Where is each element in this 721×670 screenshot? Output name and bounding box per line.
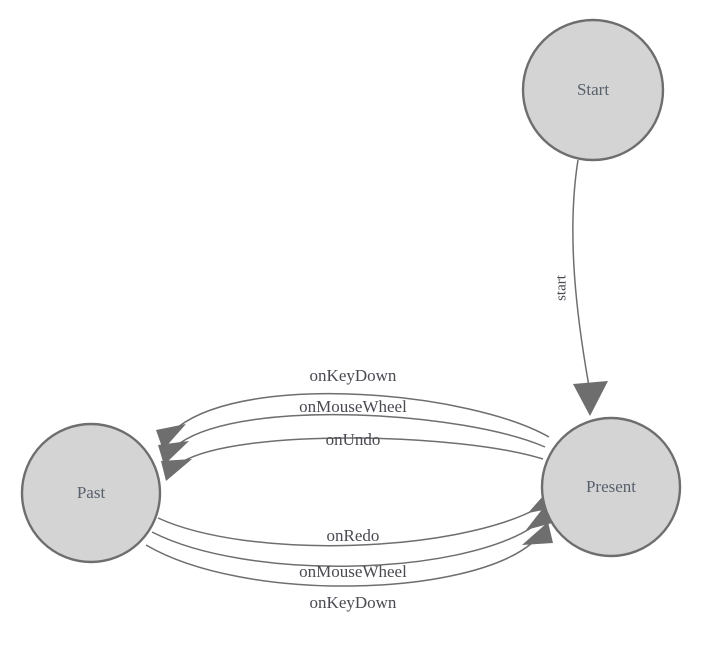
edge-start-to-present[interactable]: start [553,159,608,416]
edge-past-to-present-3-path [145,542,533,587]
arrowhead-past-2 [158,441,189,465]
node-past-label: Past [77,483,106,502]
edge-past-to-present-onredo[interactable]: onRedo [157,487,559,547]
node-past-circle [20,422,162,564]
edge-present-to-past-onundo[interactable]: onUndo [161,430,544,481]
edge-past-to-present-1-path [157,508,537,547]
edge-label-present-past-1: onKeyDown [310,366,397,385]
node-present[interactable]: Present [540,416,682,558]
edge-present-to-past-3-path [181,437,544,463]
edge-label-present-past-2: onMouseWheel [299,397,407,416]
edge-start-to-present-path [572,159,591,393]
edge-label-past-present-3: onKeyDown [310,593,397,612]
edge-present-to-past-2-path [179,413,546,448]
arrowhead-past-3 [161,459,192,481]
edge-past-to-present-2-path [151,525,535,567]
edge-present-to-past-1-path [177,392,550,438]
node-start[interactable]: Start [521,18,665,162]
node-start-label: Start [577,80,609,99]
edge-label-present-past-3: onUndo [326,430,381,449]
edge-past-to-present-onkeydown[interactable]: onKeyDown [145,522,553,612]
edge-label-start: start [553,274,569,301]
edge-present-to-past-onkeydown[interactable]: onKeyDown [156,366,550,450]
arrowhead-present-3 [522,522,553,545]
arrowhead-past-1 [156,424,186,450]
node-present-circle [540,416,682,558]
node-present-label: Present [586,477,636,496]
arrowhead-present-top [573,381,608,416]
node-start-circle [521,18,665,162]
edge-label-past-present-2: onMouseWheel [299,562,407,581]
edge-present-to-past-onmousewheel[interactable]: onMouseWheel [158,397,546,465]
node-past[interactable]: Past [20,422,162,564]
edge-label-past-present-1: onRedo [327,526,380,545]
